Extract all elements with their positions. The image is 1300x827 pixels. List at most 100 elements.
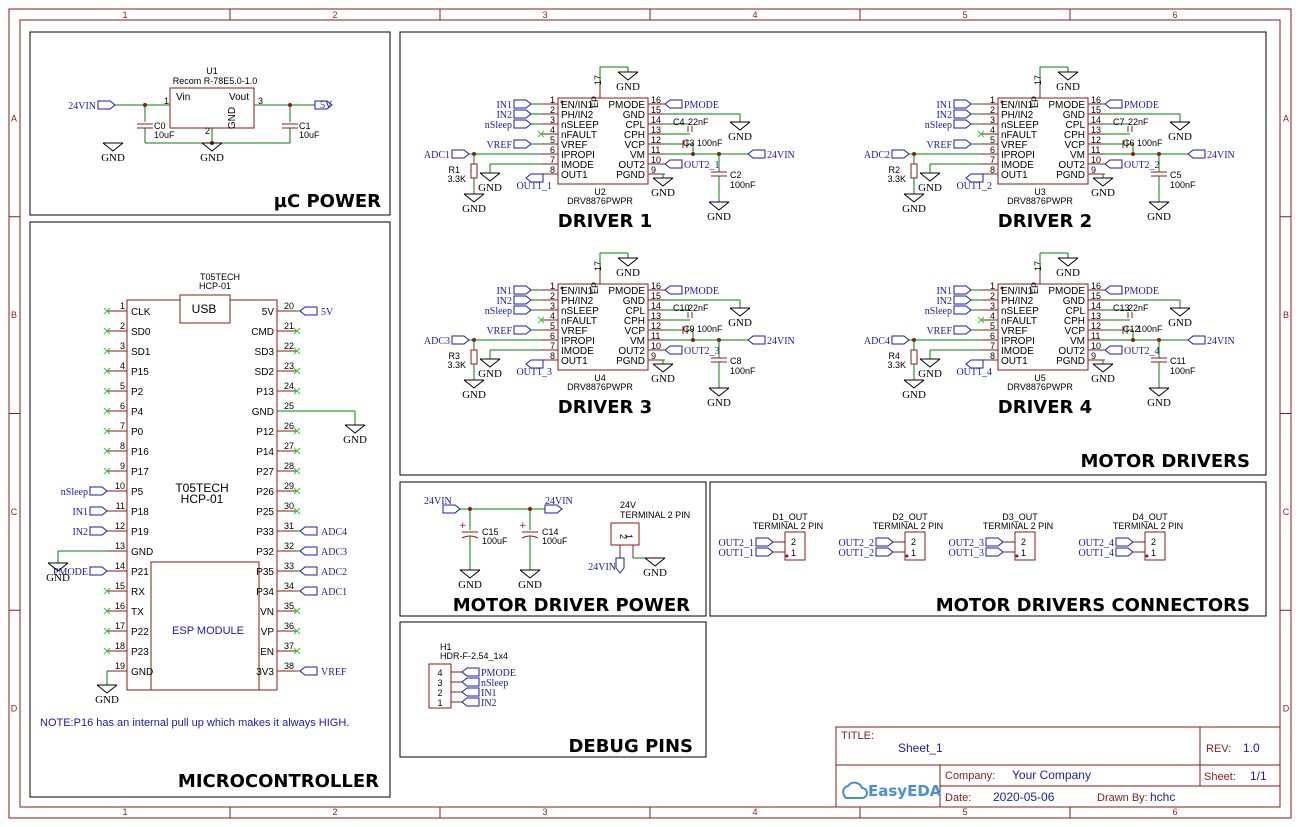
title-label: TITLE:: [841, 730, 874, 742]
driver-pin-number: 8: [550, 351, 555, 361]
gnd-triangle: [519, 569, 541, 579]
vcp-cap-ref: C12: [1123, 324, 1140, 334]
driver-pin-number: 10: [651, 341, 661, 351]
driver-pin-name: PGND: [616, 170, 645, 181]
ep-label: EP: [1030, 282, 1040, 294]
driver-pin-number: 10: [1091, 341, 1101, 351]
driver-pin-name: VREF: [1001, 140, 1028, 151]
net-flag: [965, 359, 984, 369]
connector-pin-1: 1: [1021, 548, 1026, 558]
net-flag: [953, 295, 972, 305]
driver-pin-number: 10: [651, 155, 661, 165]
drawn-value: hchc: [1150, 790, 1175, 804]
gnd-label: GND: [1091, 187, 1115, 199]
driver-pmode-net: PMODE: [684, 100, 719, 111]
gnd-triangle: [644, 557, 666, 567]
gnd-symbol: GND: [200, 142, 224, 164]
debug-pin-number: 2: [437, 688, 442, 698]
uc-power-section: U1 Recom R-78E5.0-1.0 Vin Vout GND 1 2 3…: [68, 66, 333, 164]
connector-pin-2: 2: [911, 537, 916, 547]
driver-input-net: IN2: [936, 110, 952, 121]
resistor-ref: R3: [448, 351, 460, 361]
mcu-pin-number: 37: [284, 641, 294, 651]
driver-pin-name: EN/IN1: [561, 286, 594, 297]
mcu-pin-name: P32: [256, 547, 274, 558]
frame-col-label-bottom: 5: [962, 807, 967, 817]
driver-pin-number: 8: [550, 165, 555, 175]
mcu-pin-name: P18: [131, 507, 149, 518]
resistor-ref: R1: [448, 165, 460, 175]
gnd-triangle: [652, 363, 674, 373]
net-flag: [89, 526, 108, 536]
driver-pin-number: 14: [651, 115, 661, 125]
gnd-label: GND: [518, 579, 542, 591]
driver-pin-name: nFAULT: [1001, 316, 1037, 327]
vm-cap-val: 100nF: [1170, 180, 1196, 190]
c14-ref: C14: [542, 527, 559, 537]
gnd-triangle: [47, 562, 69, 572]
driver-pin-name: nFAULT: [561, 130, 597, 141]
mcu-pin-number: 35: [284, 601, 294, 611]
pin1-dot: [1145, 554, 1149, 558]
driver-pin-name: VM: [1070, 150, 1085, 161]
driver-pin-number: 2: [550, 105, 555, 115]
no-connect-mark: [103, 427, 111, 435]
driver-pin-number: 6: [550, 145, 555, 155]
frame-row-label-right: C: [1283, 507, 1290, 517]
resistor: [910, 349, 918, 365]
no-connect-mark: [293, 427, 301, 435]
frame-col-label-bottom: 6: [1172, 807, 1177, 817]
connector-ref: D2_OUT: [892, 512, 928, 522]
gnd-symbol: GND: [1147, 201, 1171, 223]
gnd-triangle: [919, 172, 941, 182]
mcu-pin-name: P26: [256, 487, 274, 498]
driver-input-net: IN1: [936, 286, 952, 297]
motor-drivers-connectors-title: MOTOR DRIVERS CONNECTORS: [936, 595, 1250, 616]
ep-num: 17: [593, 75, 603, 85]
driver-pin-name: GND: [1063, 110, 1085, 121]
uc-power-in-net: 24VIN: [68, 101, 96, 112]
section-boxes: [29, 31, 1267, 798]
mcu-pin-number: 19: [115, 661, 125, 671]
connector-net-2: OUT2_4: [1078, 538, 1114, 549]
gnd-label: GND: [728, 317, 752, 329]
no-connect-mark: [293, 327, 301, 335]
gnd-triangle: [919, 358, 941, 368]
u1-gnd-label: GND: [227, 107, 238, 129]
driver-pin-number: 5: [990, 321, 995, 331]
driver-pin-number: 12: [651, 135, 661, 145]
connector-body: [1014, 531, 1036, 561]
connector-net-2: OUT2_3: [948, 538, 984, 549]
vm-cap-ref: C8: [730, 356, 742, 366]
driver-pin-number: 5: [990, 135, 995, 145]
mcu-pin-number: 17: [115, 621, 125, 631]
frame-row-label-left: A: [11, 113, 17, 123]
gnd-triangle: [1092, 177, 1114, 187]
no-connect-mark: [537, 316, 545, 324]
company-value: Your Company: [1012, 768, 1091, 782]
gnd-triangle: [344, 424, 366, 434]
gnd-symbol: GND: [478, 172, 502, 194]
driver-vin-net: 24VIN: [1207, 150, 1235, 161]
motor-driver-power-title: MOTOR DRIVER POWER: [453, 595, 690, 616]
mcu-pin-net: PMODE: [53, 567, 88, 578]
net-flag: [525, 359, 544, 369]
driver-pin-name: nSLEEP: [1001, 306, 1039, 317]
u1-pin2: 2: [205, 126, 210, 136]
gnd-symbol: GND: [46, 562, 70, 584]
driver-pin-number: 7: [990, 341, 995, 351]
no-connect-mark: [103, 467, 111, 475]
net-flag-5v: [314, 100, 333, 110]
driver-pin-number: 4: [550, 125, 555, 135]
mcu-pin-name: P5: [131, 487, 144, 498]
mcu-pin-number: 18: [115, 641, 125, 651]
driver-pin-name: PGND: [1056, 356, 1085, 367]
driver-pin-number: 9: [651, 351, 656, 361]
junction: [691, 152, 695, 156]
pin1-dot: [905, 554, 909, 558]
vcp-cap-ref: C6: [1123, 138, 1135, 148]
easyeda-logo: EasyEDA: [842, 781, 942, 800]
mcu-pin-number: 5: [120, 381, 125, 391]
mcu-pin-name: RX: [131, 587, 145, 598]
